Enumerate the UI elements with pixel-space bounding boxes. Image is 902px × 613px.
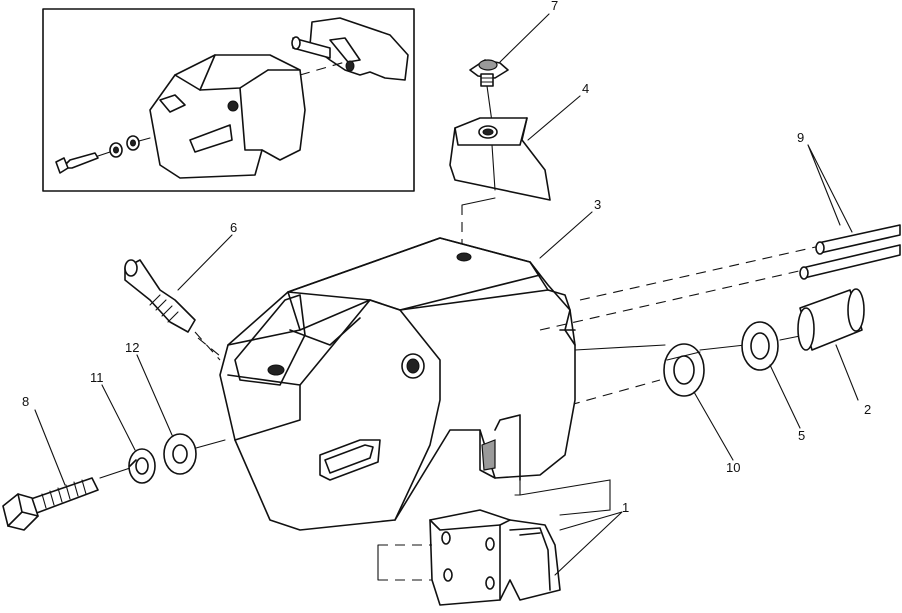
- part-12-flat-washer: [163, 433, 197, 475]
- leader-6: [177, 234, 233, 291]
- part-3-housing: [219, 237, 901, 531]
- inset-bolt: [61, 152, 99, 169]
- callout-1: 1: [622, 500, 629, 515]
- leader-lines: [34, 13, 859, 576]
- callout-12: 12: [125, 340, 139, 355]
- leader-7: [499, 13, 550, 63]
- leader-11: [101, 384, 136, 451]
- callout-8: 8: [22, 394, 29, 409]
- callout-10: 10: [726, 460, 740, 475]
- callout-11: 11: [90, 370, 104, 385]
- leader-2: [835, 344, 859, 401]
- part-5-washer: [741, 321, 779, 371]
- part-4-plate: [449, 117, 551, 250]
- leader-9: [807, 144, 853, 233]
- part-10-bushing: [663, 343, 705, 397]
- part-11-lock-washer: [128, 448, 156, 484]
- inset-frame: [42, 8, 415, 192]
- callout-7: 7: [551, 0, 558, 13]
- leader-4: [527, 95, 581, 141]
- inset-bore: [227, 100, 239, 112]
- callout-2: 2: [864, 402, 871, 417]
- callout-4: 4: [582, 81, 589, 96]
- part-8-bolt: [2, 477, 99, 531]
- part-1-bracket: [377, 479, 611, 606]
- housing-top-hole: [456, 252, 472, 262]
- part-9-pins: [799, 224, 901, 280]
- part-2-sleeve: [797, 288, 865, 351]
- leader-10: [693, 391, 734, 461]
- leader-8: [34, 409, 66, 486]
- callouts: 7 4 3 6 9 12 11 8 2 5 10 1: [22, 0, 871, 515]
- callout-6: 6: [230, 220, 237, 235]
- leader-1: [554, 511, 623, 576]
- inset-assembled-view: [42, 8, 415, 192]
- callout-3: 3: [594, 197, 601, 212]
- leader-3: [539, 211, 593, 259]
- leader-12: [136, 354, 173, 436]
- part-7-vent-fitting: [469, 59, 509, 123]
- leader-5: [769, 364, 801, 429]
- part-6-grease-fitting: [124, 259, 221, 361]
- callout-9: 9: [797, 130, 804, 145]
- inset-housing: [149, 54, 306, 179]
- callout-5: 5: [798, 428, 805, 443]
